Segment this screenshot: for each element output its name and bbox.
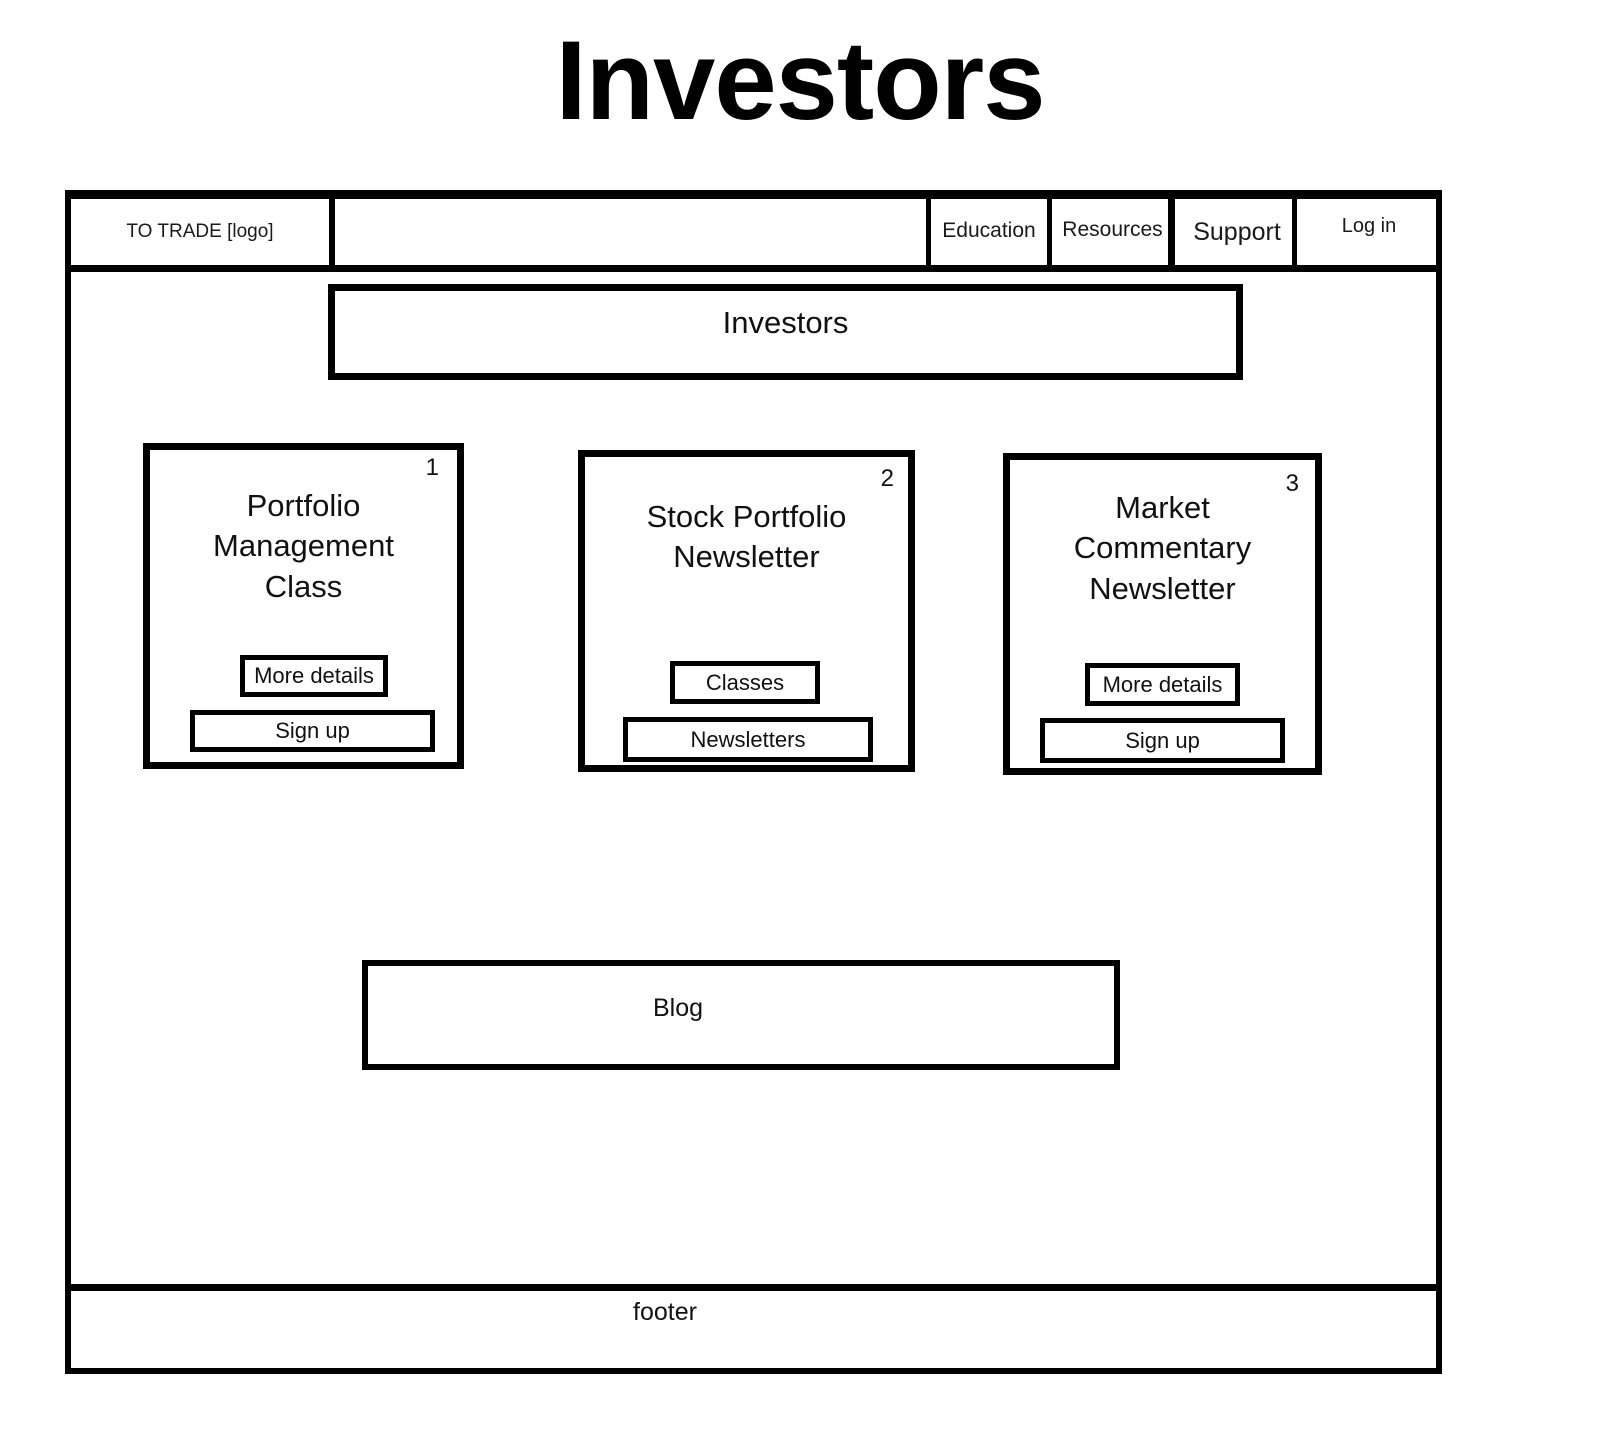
nav-item-support[interactable]: Support	[1182, 199, 1297, 265]
sign-up-button[interactable]: Sign up	[190, 710, 435, 752]
more-details-button[interactable]: More details	[240, 655, 388, 697]
feature-card-market-commentary-newsletter[interactable]: 3 Market Commentary Newsletter More deta…	[1003, 453, 1322, 775]
feature-card-portfolio-management-class[interactable]: 1 Portfolio Management Class More detail…	[143, 443, 464, 769]
nav-item-resources[interactable]: Resources	[1057, 199, 1175, 265]
card-number-badge: 1	[425, 454, 439, 481]
card-number-badge: 2	[880, 465, 894, 492]
classes-button[interactable]: Classes	[670, 661, 820, 704]
feature-card-stock-portfolio-newsletter[interactable]: 2 Stock Portfolio Newsletter Classes New…	[578, 450, 915, 772]
more-details-button[interactable]: More details	[1085, 663, 1240, 706]
site-logo[interactable]: TO TRADE [logo]	[71, 199, 335, 265]
footer-divider	[65, 1284, 1442, 1291]
blog-section[interactable]: Blog	[362, 960, 1120, 1070]
blog-label: Blog	[652, 994, 704, 1022]
sign-up-button[interactable]: Sign up	[1040, 718, 1285, 763]
newsletters-button[interactable]: Newsletters	[623, 717, 873, 762]
hero-banner-label: Investors	[722, 305, 849, 340]
navigation-bar: TO TRADE [logo] Education Resources Supp…	[65, 190, 1442, 272]
footer-label: footer	[633, 1298, 697, 1326]
card-title: Stock Portfolio Newsletter	[646, 499, 847, 575]
hero-banner: Investors	[328, 284, 1243, 380]
card-number-badge: 3	[1285, 470, 1299, 497]
card-title: Market Commentary Newsletter	[1073, 490, 1252, 606]
nav-item-log-in[interactable]: Log in	[1302, 199, 1436, 265]
navbar-empty-cell	[335, 199, 931, 265]
site-frame	[65, 190, 1442, 1374]
nav-item-education[interactable]: Education	[931, 199, 1052, 265]
card-title: Portfolio Management Class	[213, 488, 394, 604]
page-title: Investors	[555, 18, 1046, 143]
